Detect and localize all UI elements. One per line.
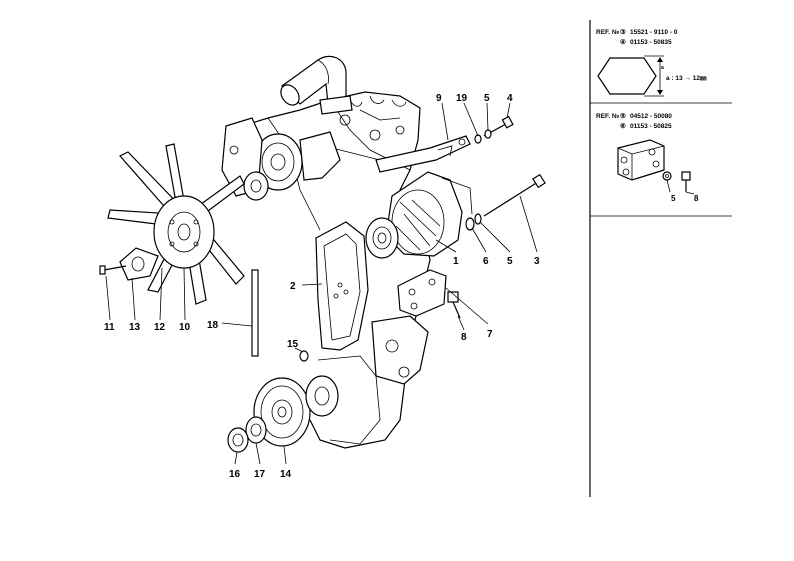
dim-arrow-up xyxy=(657,57,663,62)
pulley-washer xyxy=(245,416,267,444)
dim-letter: a xyxy=(661,65,664,71)
pulley-nut xyxy=(227,427,249,453)
callout-19: 19 xyxy=(456,93,468,104)
fan-bolt xyxy=(99,265,127,275)
callout-7: 7 xyxy=(487,329,493,340)
leader-lines xyxy=(105,102,538,465)
ref-box-1-num-1: ③ xyxy=(620,28,626,36)
callout-6: 6 xyxy=(483,256,489,267)
ref-box-2-part-1: 04512 - 50080 xyxy=(630,113,672,120)
callout-2: 2 xyxy=(290,281,296,292)
adjusting-bar xyxy=(375,135,471,173)
ref-box-1-part-1: 15521 - 9110 - 0 xyxy=(630,29,678,36)
dim-arrow-down xyxy=(657,90,663,95)
alternator-bracket xyxy=(397,269,447,317)
callout-10: 10 xyxy=(179,322,191,333)
callout-16: 16 xyxy=(229,469,241,480)
ref-box-1-part-2: 01153 - 50835 xyxy=(630,39,672,46)
ref-box-2-part-2: 01153 - 50825 xyxy=(630,123,672,130)
engine-illustration xyxy=(99,55,546,453)
callout-18: 18 xyxy=(207,320,219,331)
plug-15 xyxy=(299,350,309,362)
callout-11: 11 xyxy=(104,322,115,333)
fan-pulley xyxy=(243,171,269,201)
ref-box-2-label: REF. № xyxy=(596,113,619,120)
callout-5-top: 5 xyxy=(484,93,490,104)
ref-box-1-label: REF. № xyxy=(596,29,619,36)
dimension-text: a : 13 → 12㎜ xyxy=(666,75,707,82)
cooling-fan xyxy=(107,143,245,305)
callout-13: 13 xyxy=(129,322,141,333)
lower-engine xyxy=(317,315,429,445)
callout-15: 15 xyxy=(287,339,299,350)
callouts: 1 2 3 4 5 5 6 7 8 9 10 11 12 13 14 15 16… xyxy=(104,93,540,480)
ref-box-2-num-1: ⑤ xyxy=(620,112,626,120)
callout-4: 4 xyxy=(507,93,513,104)
ref-box-2-callout-8: 8 xyxy=(694,194,699,203)
fan-spacer-plate xyxy=(119,247,159,281)
bolt-4 xyxy=(474,115,514,144)
fan-belt xyxy=(315,221,369,351)
callout-3: 3 xyxy=(534,256,540,267)
callout-14: 14 xyxy=(280,469,292,480)
ref-box-2: REF. № ⑤ 04512 - 50080 ⑥ 01153 - 50825 xyxy=(596,112,699,203)
ref-box-1: REF. № ③ 15521 - 9110 - 0 ④ 01153 - 5083… xyxy=(596,28,707,97)
callout-8: 8 xyxy=(461,332,467,343)
v-belt-18 xyxy=(251,269,259,357)
callout-9: 9 xyxy=(436,93,442,104)
hex-nut-icon xyxy=(597,57,657,95)
ref-box-1-num-2: ④ xyxy=(620,38,626,46)
ref-box-2-num-2: ⑥ xyxy=(620,122,626,130)
bolt-3 xyxy=(465,173,546,231)
callout-1: 1 xyxy=(453,256,459,267)
water-outlet-pipe xyxy=(280,55,353,115)
callout-17: 17 xyxy=(254,469,266,480)
ref-box-2-callout-5: 5 xyxy=(671,194,676,203)
alternator xyxy=(365,171,473,259)
reference-panel: REF. № ③ 15521 - 9110 - 0 ④ 01153 - 5083… xyxy=(589,20,732,497)
crankshaft-pulley xyxy=(253,375,339,447)
bracket-sketch-icon xyxy=(617,139,695,195)
callout-12: 12 xyxy=(154,322,166,333)
bracket-bolt-8 xyxy=(447,291,461,319)
callout-5-bottom: 5 xyxy=(507,256,513,267)
